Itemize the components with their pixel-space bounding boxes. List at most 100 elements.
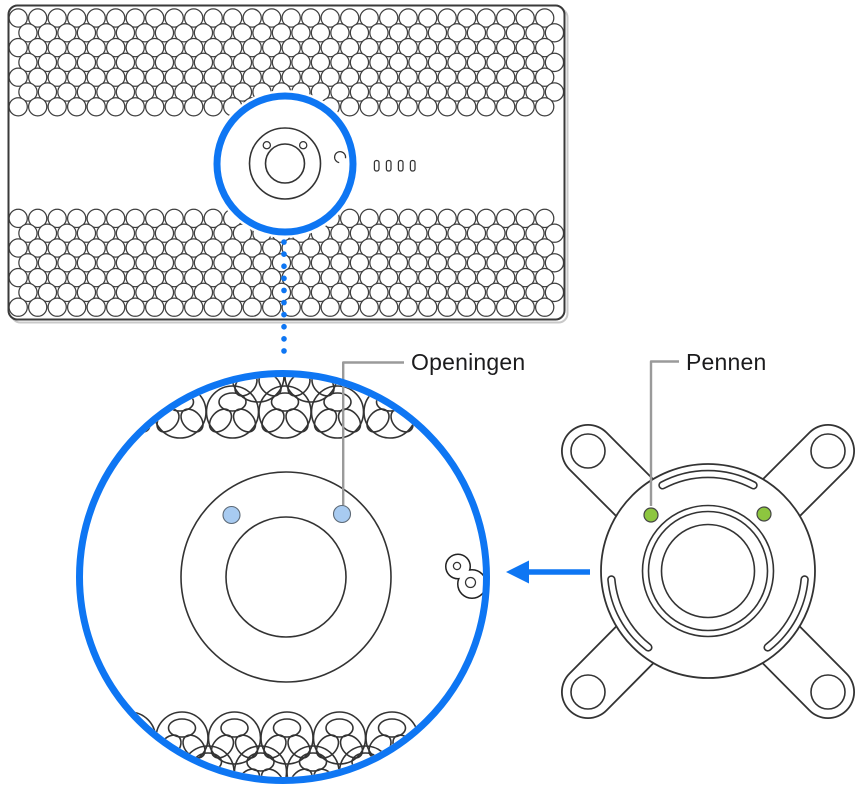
vent-hole: [398, 67, 418, 87]
vent-hole: [213, 282, 233, 303]
vent-hole: [437, 297, 457, 317]
vent-hole: [9, 297, 28, 317]
vent-hole: [252, 52, 272, 73]
vent-hole: [476, 238, 496, 258]
vent-hole: [76, 253, 97, 273]
vent-hole: [261, 297, 282, 317]
vent-hole: [417, 67, 438, 87]
vent-hole: [339, 267, 360, 288]
vent-hole: [144, 238, 165, 258]
vent-hole: [476, 208, 496, 229]
vent-hole: [174, 52, 194, 73]
vent-hole: [388, 82, 409, 102]
vent-hole: [466, 82, 487, 102]
vent-hole: [164, 37, 184, 58]
vent-hole-lattice-bottom: [9, 208, 564, 317]
vent-hole: [27, 67, 48, 87]
vent-hole: [47, 208, 67, 229]
vent-hole: [213, 23, 233, 43]
vent-hole: [154, 82, 175, 102]
vent-hole: [476, 67, 496, 87]
panel-mount-connector: [248, 127, 347, 200]
vent-hole: [369, 82, 389, 102]
vent-hole: [183, 238, 204, 258]
vent-hole: [437, 238, 457, 258]
vent-hole: [242, 267, 262, 288]
vent-hole: [105, 297, 126, 317]
vent-hole: [388, 23, 409, 43]
vent-hole: [320, 8, 340, 28]
vent-hole: [359, 67, 379, 87]
vent-hole: [310, 23, 331, 43]
vent-hole: [47, 8, 67, 28]
vent-hole: [47, 267, 67, 288]
vent-hole: [27, 297, 48, 317]
vent-hole: [203, 8, 223, 28]
vent-hole: [378, 238, 399, 258]
callout-line-pennen: [649, 360, 679, 506]
adapter-disc: [600, 463, 816, 679]
vent-hole: [398, 238, 418, 258]
vent-hole: [495, 208, 516, 229]
opening-dot-right: [332, 504, 352, 524]
vent-hole: [320, 37, 340, 58]
vent-hole: [534, 238, 555, 258]
vent-hole: [330, 282, 350, 303]
vent-hole: [398, 97, 418, 117]
vent-hole: [300, 267, 321, 288]
vent-hole: [193, 23, 214, 43]
vent-hole: [408, 282, 428, 303]
vent-hole: [544, 82, 564, 102]
vent-hole: [37, 223, 58, 243]
vent-hole: [486, 23, 506, 43]
vent-hole: [242, 67, 262, 87]
vent-hole: [9, 8, 28, 28]
vent-hole: [164, 297, 184, 317]
vent-hole: [525, 223, 545, 243]
vent-hole: [505, 223, 526, 243]
vent-hole: [9, 97, 28, 117]
direction-arrow: [506, 560, 590, 584]
vent-hole: [369, 253, 389, 273]
vent-hole: [330, 253, 350, 273]
vent-hole: [125, 208, 145, 229]
vent-hole: [271, 23, 292, 43]
vent-hole: [310, 282, 331, 303]
vent-hole: [466, 282, 487, 303]
vent-hole: [252, 23, 272, 43]
vent-hole: [66, 297, 87, 317]
vent-hole: [359, 208, 379, 229]
vent-hole: [300, 297, 321, 317]
vent-hole: [27, 8, 48, 28]
vent-hole: [232, 23, 253, 43]
vent-hole: [183, 208, 204, 229]
vent-hole: [515, 208, 535, 229]
vent-hole: [37, 52, 58, 73]
vent-hole: [57, 253, 77, 273]
vent-hole: [330, 23, 350, 43]
vent-hole: [349, 82, 370, 102]
vent-hole: [96, 82, 116, 102]
vent-hole: [37, 282, 58, 303]
vent-hole: [47, 67, 67, 87]
pin-dot-right: [756, 506, 772, 522]
vent-hole: [164, 67, 184, 87]
vent-hole: [183, 97, 204, 117]
vent-hole: [515, 8, 535, 28]
vent-hole: [408, 82, 428, 102]
vent-hole: [359, 8, 379, 28]
vent-hole: [203, 267, 223, 288]
vent-hole: [310, 52, 331, 73]
vent-hole: [135, 253, 155, 273]
vent-hole: [66, 267, 87, 288]
vent-hole: [203, 67, 223, 87]
vent-hole: [378, 297, 399, 317]
vent-hole: [66, 67, 87, 87]
vent-hole: [427, 52, 448, 73]
vent-hole: [222, 297, 243, 317]
vent-hole: [359, 297, 379, 317]
vent-hole: [242, 238, 262, 258]
vent-hole: [495, 8, 516, 28]
vent-hole: [447, 82, 467, 102]
vent-hole: [27, 267, 48, 288]
